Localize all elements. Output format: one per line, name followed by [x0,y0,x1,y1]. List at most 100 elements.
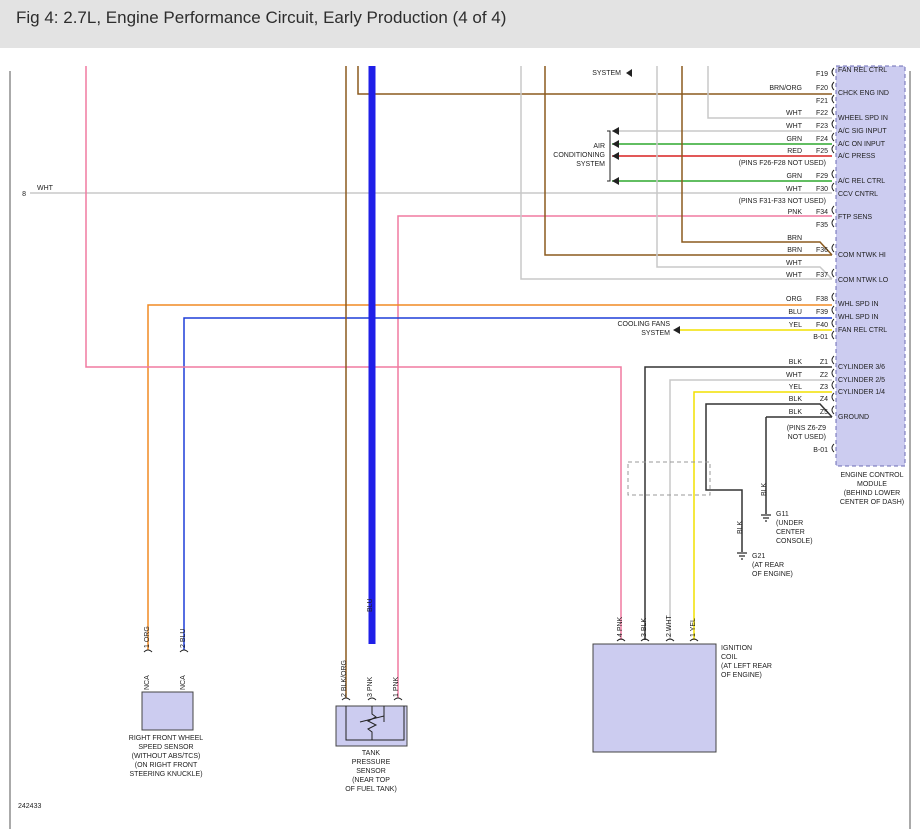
wheel-sensor-pin2: 2 BLU [180,629,187,648]
ecm-pin-connector [831,169,835,179]
ecm-wire-color-label: WHT [786,260,803,267]
tank-sensor-label: TANK [362,750,380,757]
cooling-fans-label: SYSTEM [641,330,670,337]
ignition-coil-pin2: 2 WHT [666,615,673,638]
wire-yel-z3 [693,391,832,640]
tank-sensor-blu: BLU [367,598,374,612]
ecm-pin-function: A/C PRESS [838,153,876,160]
tank-sensor-label: (NEAR TOP [352,777,390,784]
ignition-coil-box [592,643,717,753]
tank-sensor-pin2: 2 BLK/ORG [341,660,348,697]
ac-system-label: CONDITIONING [553,152,605,159]
ignition-coil-label: IGNITION [721,645,752,652]
arrow-ac-4 [612,177,619,185]
wheel-sensor-pin1: 1 ORG [144,626,151,648]
ecm-pin-number: F29 [816,173,828,180]
ecm-wire-color-label: BLU [788,309,802,316]
ecm-wire-color-label: WHT [786,110,803,117]
ecm-pin-connector [831,392,835,402]
ecm-wire-color-label: GRN [786,136,802,143]
ecm-pin-connector [831,132,835,142]
ecm-pin-number: Z2 [820,372,828,379]
tank-sensor-label: PRESSURE [352,759,391,766]
ecm-pin-connector [831,119,835,129]
ecm-pin-number: Z1 [820,359,828,366]
wheel-sensor-label: SPEED SENSOR [138,744,193,751]
ecm-pin-function: GROUND [838,414,869,421]
ecm-pin-number: F19 [816,71,828,78]
wire-blk-g21 [705,470,743,552]
ac-system-label: SYSTEM [576,161,605,168]
arrow-cooling [673,326,680,334]
ecm-pin-number: B-01 [813,447,828,454]
connector-ticks [143,638,699,701]
ecm-wire-color-label: BRN/ORG [769,85,802,92]
ecm-pin-function: COM NTWK LO [838,277,889,284]
wheel-sensor-nca: NCA [144,675,151,690]
ecm-pin-number: F36 [816,247,828,254]
ecm-wire-color-label: WHT [786,372,803,379]
ecm-pin-connector [831,443,835,453]
ecm-pin-number: Z5 [820,409,828,416]
g11-wire-label: BLK [761,482,768,496]
ecm-pin-number: F30 [816,186,828,193]
wheel-sensor-label: (WITHOUT ABS/TCS) [132,753,201,760]
ecm-title: MODULE [857,481,887,488]
g11-location: CENTER [776,529,805,536]
ecm-pin-connector [831,205,835,215]
ecm-pin-function: WHL SPD IN [838,314,879,321]
g11-location: CONSOLE) [776,538,813,545]
wires [30,66,833,698]
wheel-sensor-nca: NCA [180,675,187,690]
ecm-wire-color-label: RED [787,148,802,155]
ecm-pin-connector [831,355,835,365]
g21-wire-label: BLK [737,520,744,534]
ecm-pin-number: F40 [816,322,828,329]
ecm-pin-number: F23 [816,123,828,130]
wire-wht-b [656,66,833,280]
ecm-note: (PINS F31-F33 NOT USED) [739,198,826,205]
ecm-pin-connector [831,182,835,192]
ecm-wire-color-label: GRN [786,173,802,180]
wire-brn-b [681,66,833,256]
ecm-pin-connector [831,330,835,340]
ignition-coil-label: (AT LEFT REAR [721,663,772,670]
tank-sensor-schematic [345,706,405,741]
ecm-pin-function: COM NTWK HI [838,252,886,259]
system-top-label: SYSTEM [592,70,621,77]
tank-sensor-pin1: 1 PNK [393,676,400,697]
ecm-cutoff-label: FAN REL CTRL [838,67,887,74]
figure-number: 242433 [18,803,41,810]
ecm-pin-number: Z3 [820,384,828,391]
ecm-wire-color-label: WHT [786,123,803,130]
ecm-pin-connector [831,81,835,91]
g11-location: (UNDER [776,520,803,527]
ecm-pin-connector [831,218,835,228]
left-wire-pin: 8 [22,191,26,198]
ecm-pin-function: CYLINDER 1/4 [838,389,885,396]
ac-system-label: AIR [593,143,605,150]
tank-sensor-label: OF FUEL TANK) [345,786,397,793]
page-title: Fig 4: 2.7L, Engine Performance Circuit,… [16,8,507,27]
wire-brn-org-f20 [357,66,832,95]
ecm-pin-connector [831,405,835,415]
wire-pnk-left [85,66,622,640]
ecm-pin-connector [831,94,835,104]
wire-wht-a [520,66,832,280]
ignition-coil-pin4: 4 PNK [617,616,624,637]
ecm-pin-number: B-01 [813,334,828,341]
ecm-wire-color-label: YEL [789,322,802,329]
wheel-sensor-label: RIGHT FRONT WHEEL [129,735,204,742]
title-bar: Fig 4: 2.7L, Engine Performance Circuit,… [0,0,920,48]
ecm-wire-color-label: BRN [787,235,802,242]
g21-location: (AT REAR [752,562,784,569]
ecm-pin-function: FAN REL CTRL [838,327,887,334]
wire-brn-a [544,66,832,256]
ecm-pin-function: FTP SENS [838,214,872,221]
g11-name: G11 [776,511,789,518]
ecm-wire-color-label: BLK [789,359,803,366]
ac-bracket [607,130,611,182]
tank-sensor-label: SENSOR [356,768,386,775]
